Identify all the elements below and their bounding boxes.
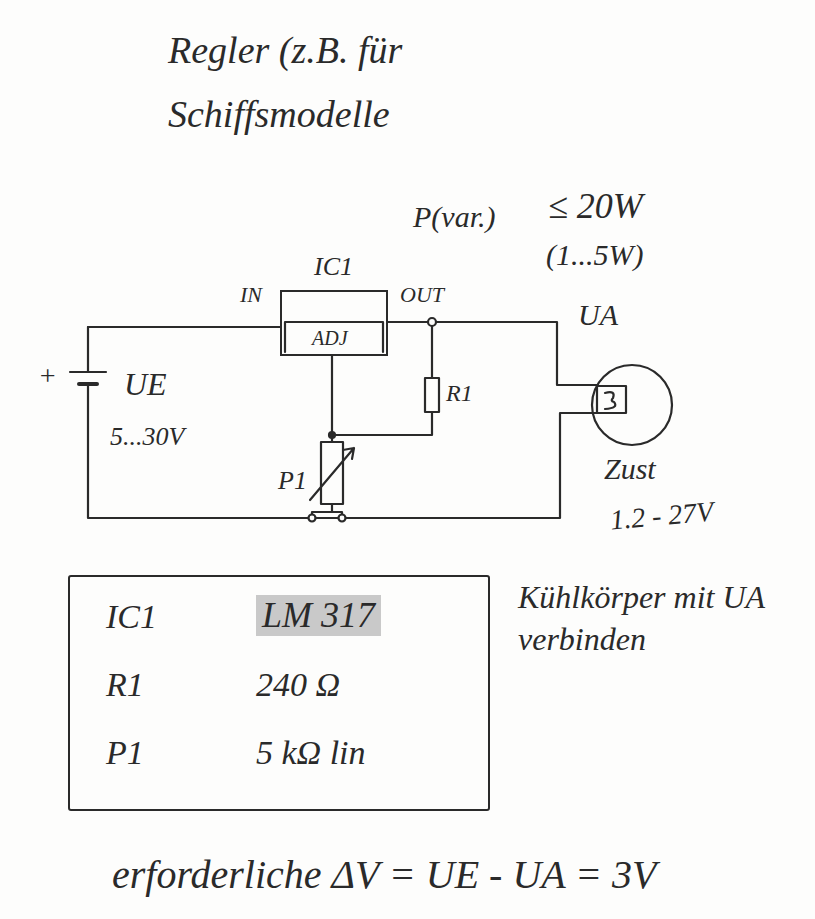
junction-dot <box>329 432 335 438</box>
table-cell: 5 kΩ lin <box>256 733 366 772</box>
wire <box>88 384 597 518</box>
potentiometer-arrow <box>310 448 354 500</box>
wire <box>331 355 333 442</box>
adj-box-line <box>285 322 383 352</box>
motor-winding <box>605 392 615 409</box>
pin-name: IN <box>240 282 262 307</box>
voltage-name: UE <box>124 366 167 403</box>
motor-symbol <box>592 365 672 445</box>
battery-plate <box>70 371 106 373</box>
note: Kühlkörper mit UA verbinden <box>518 576 788 660</box>
table-cell: R1 <box>106 665 144 704</box>
formula-note: erforderliche ΔV = UE - UA = 3V <box>112 852 656 898</box>
power-range: (1...5W) <box>546 238 643 273</box>
wire <box>388 322 597 385</box>
voltage-range: 5...30V <box>110 422 184 452</box>
junction-dot <box>309 515 316 522</box>
table-cell: P1 <box>106 733 144 772</box>
motor-symbol <box>597 386 626 413</box>
polarity-sign: + <box>38 360 57 392</box>
title: Regler (z.B. für Schiffsmodelle <box>168 18 548 146</box>
motor-label: Zust <box>604 452 656 487</box>
part-name: R1 <box>446 380 473 408</box>
table-cell: LM 317 <box>256 595 381 636</box>
wire <box>88 326 280 328</box>
voltage-range: 1.2 - 27V <box>609 496 715 537</box>
ic-box: IC1INOUTADJ <box>280 290 388 356</box>
part-name: P1 <box>278 466 307 496</box>
pin-name: OUT <box>400 282 444 307</box>
wire <box>87 327 89 372</box>
table-cell: IC1 <box>106 597 157 636</box>
battery-plate <box>79 382 97 386</box>
junction-dot <box>339 515 346 522</box>
power-value: ≤ 20W <box>548 186 643 227</box>
parts-table: IC1 LM 317R1 240 Ω P1 5 kΩ lin <box>68 575 490 811</box>
ic-name: IC1 <box>314 252 353 282</box>
wire <box>332 412 432 435</box>
wire <box>312 504 342 518</box>
junction-dot <box>428 318 436 326</box>
power-label: P(var.) <box>413 200 495 235</box>
wire <box>431 322 433 378</box>
resistor-symbol <box>425 378 439 412</box>
pin-name: ADJ <box>312 327 348 350</box>
table-cell: 240 Ω <box>256 665 340 704</box>
voltage-name: UA <box>578 298 618 333</box>
